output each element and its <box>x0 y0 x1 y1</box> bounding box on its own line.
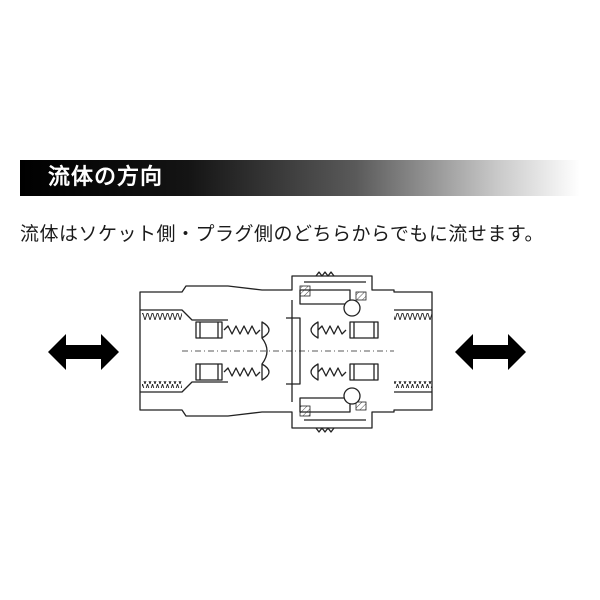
coupler-body <box>139 271 433 433</box>
section-title-bar: 流体の方向 <box>20 160 580 196</box>
seal-rings <box>299 285 367 417</box>
double-arrow-icon <box>48 334 119 370</box>
flow-direction-description: 流体はソケット側・プラグ側のどちらからでもに流せます。 <box>20 223 545 245</box>
section-title: 流体の方向 <box>48 165 164 190</box>
locking-balls <box>343 299 361 405</box>
double-arrow-icon <box>455 334 526 370</box>
